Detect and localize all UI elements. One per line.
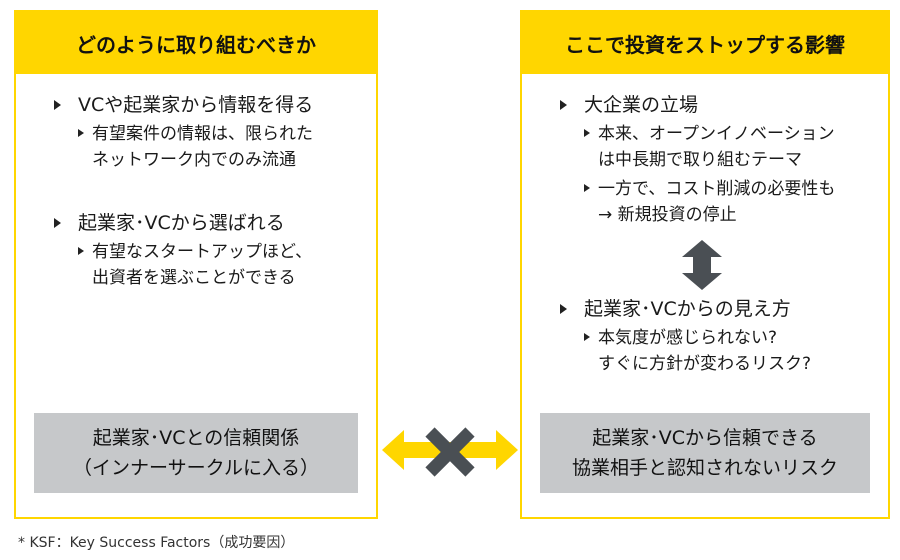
- bullet-label: 大企業の立場: [584, 94, 699, 116]
- bullet-text-line: 出資者を選ぶことができる: [92, 268, 296, 288]
- bullet-triangle-icon: [54, 100, 61, 110]
- bullet-triangle-icon: [54, 218, 61, 228]
- bullet-level-2: 一方で、コスト削減の必要性も → 新規投資の停止: [522, 176, 888, 228]
- bullet-triangle-icon: [78, 129, 84, 137]
- bullet-label: 起業家･VCから選ばれる: [78, 212, 285, 234]
- bullet-triangle-icon: [584, 129, 590, 137]
- bullet-triangle-icon: [560, 100, 567, 110]
- footnote: * KSF：Key Success Factors（成功要因）: [18, 535, 295, 551]
- bullet-text-line: すぐに方針が変わるリスク?: [598, 354, 812, 374]
- right-item-2: 起業家･VCからの見え方 本気度が感じられない? すぐに方針が変わるリスク?: [522, 296, 888, 377]
- bullet-text-line: 一方で、コスト削減の必要性も: [598, 179, 836, 199]
- bullet-level-1: 起業家･VCから選ばれる: [16, 210, 376, 236]
- bullet-text-line: → 新規投資の停止: [598, 205, 737, 225]
- bullet-text-line: 本来、オープンイノベーション: [598, 124, 835, 144]
- up-down-arrow-icon: [682, 240, 722, 290]
- left-panel-title: どのように取り組むべきか: [16, 12, 376, 74]
- bullet-level-1: 大企業の立場: [522, 92, 888, 118]
- conclusion-line: 協業相手と認知されないリスク: [571, 457, 838, 479]
- bullet-triangle-icon: [584, 333, 590, 341]
- left-conclusion-box: 起業家･VCとの信頼関係 （インナーサークルに入る）: [34, 413, 358, 493]
- bullet-level-2: 本気度が感じられない? すぐに方針が変わるリスク?: [522, 325, 888, 377]
- bullet-level-2: 有望案件の情報は、限られた ネットワーク内でのみ流通: [16, 121, 376, 173]
- left-item-2: 起業家･VCから選ばれる 有望なスタートアップほど、 出資者を選ぶことができる: [16, 210, 376, 291]
- bullet-text-line: 有望案件の情報は、限られた: [92, 124, 313, 144]
- x-mark-icon: [425, 427, 475, 477]
- bullet-triangle-icon: [78, 247, 84, 255]
- right-conclusion-box: 起業家･VCから信頼できる 協業相手と認知されないリスク: [540, 413, 870, 493]
- left-panel: どのように取り組むべきか VCや起業家から情報を得る 有望案件の情報は、限られた…: [14, 10, 378, 519]
- bullet-level-1: VCや起業家から情報を得る: [16, 92, 376, 118]
- bullet-text-line: は中長期で取り組むテーマ: [598, 150, 802, 170]
- right-item-1: 大企業の立場 本来、オープンイノベーション は中長期で取り組むテーマ 一方で、コ…: [522, 92, 888, 228]
- bullet-label: 起業家･VCからの見え方: [584, 298, 791, 320]
- bullet-level-1: 起業家･VCからの見え方: [522, 296, 888, 322]
- bullet-triangle-icon: [584, 184, 590, 192]
- left-item-1: VCや起業家から情報を得る 有望案件の情報は、限られた ネットワーク内でのみ流通: [16, 92, 376, 173]
- bullet-text-line: ネットワーク内でのみ流通: [92, 150, 296, 170]
- bullet-level-2: 本来、オープンイノベーション は中長期で取り組むテーマ: [522, 121, 888, 173]
- bullet-text-line: 有望なスタートアップほど、: [92, 242, 313, 262]
- conclusion-line: 起業家･VCから信頼できる: [592, 427, 818, 449]
- conclusion-line: （インナーサークルに入る）: [72, 457, 320, 479]
- conclusion-line: 起業家･VCとの信頼関係: [92, 427, 300, 449]
- right-panel-title: ここで投資をストップする影響: [522, 12, 888, 74]
- bullet-text-line: 本気度が感じられない?: [598, 328, 778, 348]
- bullet-level-2: 有望なスタートアップほど、 出資者を選ぶことができる: [16, 239, 376, 291]
- bullet-label: VCや起業家から情報を得る: [78, 94, 314, 116]
- bullet-triangle-icon: [560, 304, 567, 314]
- right-panel: ここで投資をストップする影響 大企業の立場 本来、オープンイノベーション は中長…: [520, 10, 890, 519]
